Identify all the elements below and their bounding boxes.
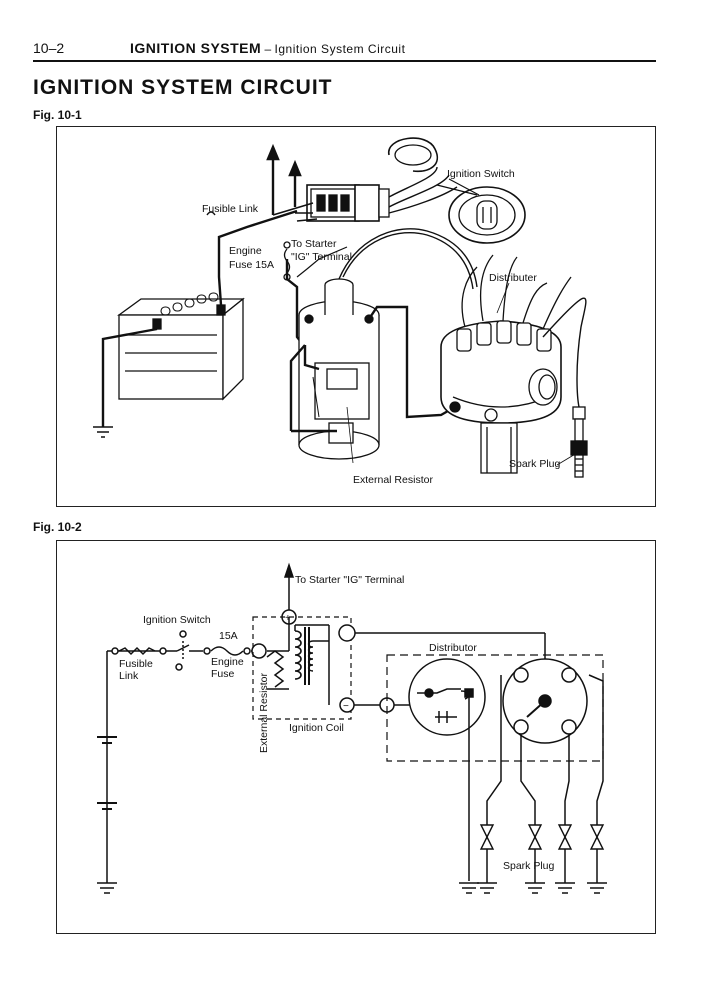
ignition-switch-symbol xyxy=(175,630,190,671)
label-ignition-coil: Ignition Coil xyxy=(289,722,344,734)
battery-symbol xyxy=(97,736,117,810)
label-spark-plug: Spark Plug xyxy=(503,860,555,872)
label-external-resistor: External Resistor xyxy=(258,673,270,753)
label-ignition-switch: Ignition Switch xyxy=(143,614,211,626)
header-subsection: Ignition System Circuit xyxy=(274,42,406,56)
label-distributor: Distributor xyxy=(429,642,477,654)
header-rule xyxy=(33,60,656,62)
label-engine: Engine xyxy=(229,245,262,257)
label-ig-terminal: "IG" Terminal xyxy=(291,251,352,263)
figure-1-illustration: Ignition Switch Fusible Link Engine Fuse… xyxy=(56,126,656,507)
contact-points xyxy=(408,658,486,881)
label-15a: 15A xyxy=(219,630,238,642)
figure-2-drawing: To Starter "IG" Terminal Ignition Switch… xyxy=(97,562,607,894)
label-distributer: Distributer xyxy=(489,272,537,284)
ground-symbol-1 xyxy=(93,426,113,438)
spark-plug-symbols xyxy=(479,824,605,850)
distributor-illustration xyxy=(440,320,562,474)
minus-sign: − xyxy=(343,701,349,712)
connector-block xyxy=(306,184,390,222)
label-external-resistor: External Resistor xyxy=(353,474,433,486)
header-separator: – xyxy=(261,42,275,56)
label-to-starter-ig: To Starter "IG" Terminal xyxy=(295,574,404,586)
ground-symbol-battery xyxy=(97,882,117,894)
label-fusible-link: Fusible Link xyxy=(202,203,259,215)
ground-symbols xyxy=(459,882,607,894)
label-fusible: Fusible xyxy=(119,658,153,670)
figure-1-drawing: Ignition Switch Fusible Link Engine Fuse… xyxy=(93,137,588,486)
battery-illustration xyxy=(117,292,245,401)
label-fuse: Fuse xyxy=(211,668,235,680)
label-spark-plug: Spark Plug xyxy=(509,458,561,470)
figure-1-label: Fig. 10-1 xyxy=(33,108,82,122)
page-title: IGNITION SYSTEM CIRCUIT xyxy=(33,76,333,99)
label-to-starter: To Starter xyxy=(291,238,337,250)
label-engine: Engine xyxy=(211,656,244,668)
label-ignition-switch: Ignition Switch xyxy=(447,168,515,180)
header-section: IGNITION SYSTEM xyxy=(130,40,262,56)
spark-plug-illustration xyxy=(570,406,588,478)
plus-sign: + xyxy=(285,613,291,624)
harness-arrows xyxy=(266,143,302,215)
page-number: 10–2 xyxy=(33,40,65,56)
running-header: IGNITION SYSTEM – Ignition System Circui… xyxy=(130,40,405,56)
label-fuse-15a: Fuse 15A xyxy=(229,259,274,271)
distributor-cap xyxy=(502,658,588,744)
ignition-switch-illustration xyxy=(448,186,526,244)
figure-2-schematic: To Starter "IG" Terminal Ignition Switch… xyxy=(56,540,656,934)
label-link: Link xyxy=(119,670,139,682)
figure-2-label: Fig. 10-2 xyxy=(33,520,82,534)
ignition-coil-illustration xyxy=(298,278,380,460)
